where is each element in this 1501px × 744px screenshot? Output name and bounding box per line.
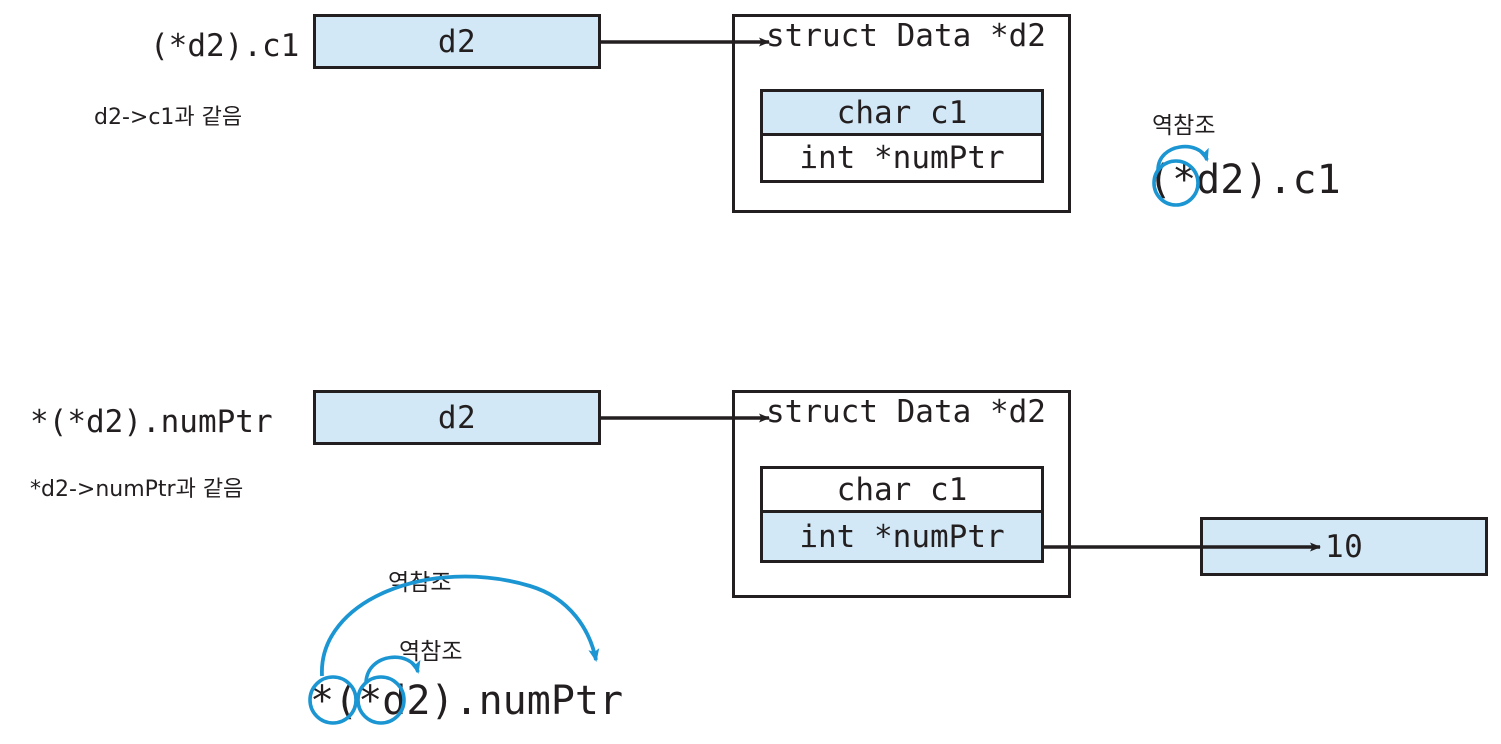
top-field-char-c1: char c1 <box>760 89 1044 136</box>
top-annotation-expression: (*d2).c1 <box>1148 157 1341 203</box>
bottom-field-int-numptr-label: int *numPtr <box>799 518 1005 555</box>
bottom-annotation-expression: *(*d2).numPtr <box>310 678 624 724</box>
top-pointer-box: d2 <box>313 14 601 69</box>
top-deref-label: 역참조 <box>1152 113 1216 139</box>
bottom-equivalent-note: *d2->numPtr과 같음 <box>30 477 244 502</box>
top-pointer-box-label: d2 <box>437 23 477 60</box>
top-field-int-numptr: int *numPtr <box>760 136 1044 183</box>
value-box-10-label: 10 <box>1325 528 1364 565</box>
bottom-deref-label-outer: 역참조 <box>388 570 452 596</box>
bottom-field-char-c1-label: char c1 <box>836 471 968 508</box>
top-equivalent-note: d2->c1과 같음 <box>94 105 243 130</box>
bottom-struct-title: struct Data *d2 <box>766 394 1046 430</box>
top-field-int-numptr-label: int *numPtr <box>799 140 1005 176</box>
bottom-deref-label-inner: 역참조 <box>399 639 463 665</box>
bottom-pointer-box-label: d2 <box>437 399 477 436</box>
bottom-expression-label: *(*d2).numPtr <box>30 404 273 440</box>
top-struct-title: struct Data *d2 <box>766 18 1046 54</box>
bottom-field-char-c1: char c1 <box>760 466 1044 513</box>
bottom-field-int-numptr: int *numPtr <box>760 513 1044 563</box>
bottom-pointer-box: d2 <box>313 390 601 445</box>
value-box-10: 10 <box>1200 517 1488 576</box>
top-expression-label: (*d2).c1 <box>150 28 300 64</box>
top-field-char-c1-label: char c1 <box>836 94 968 131</box>
